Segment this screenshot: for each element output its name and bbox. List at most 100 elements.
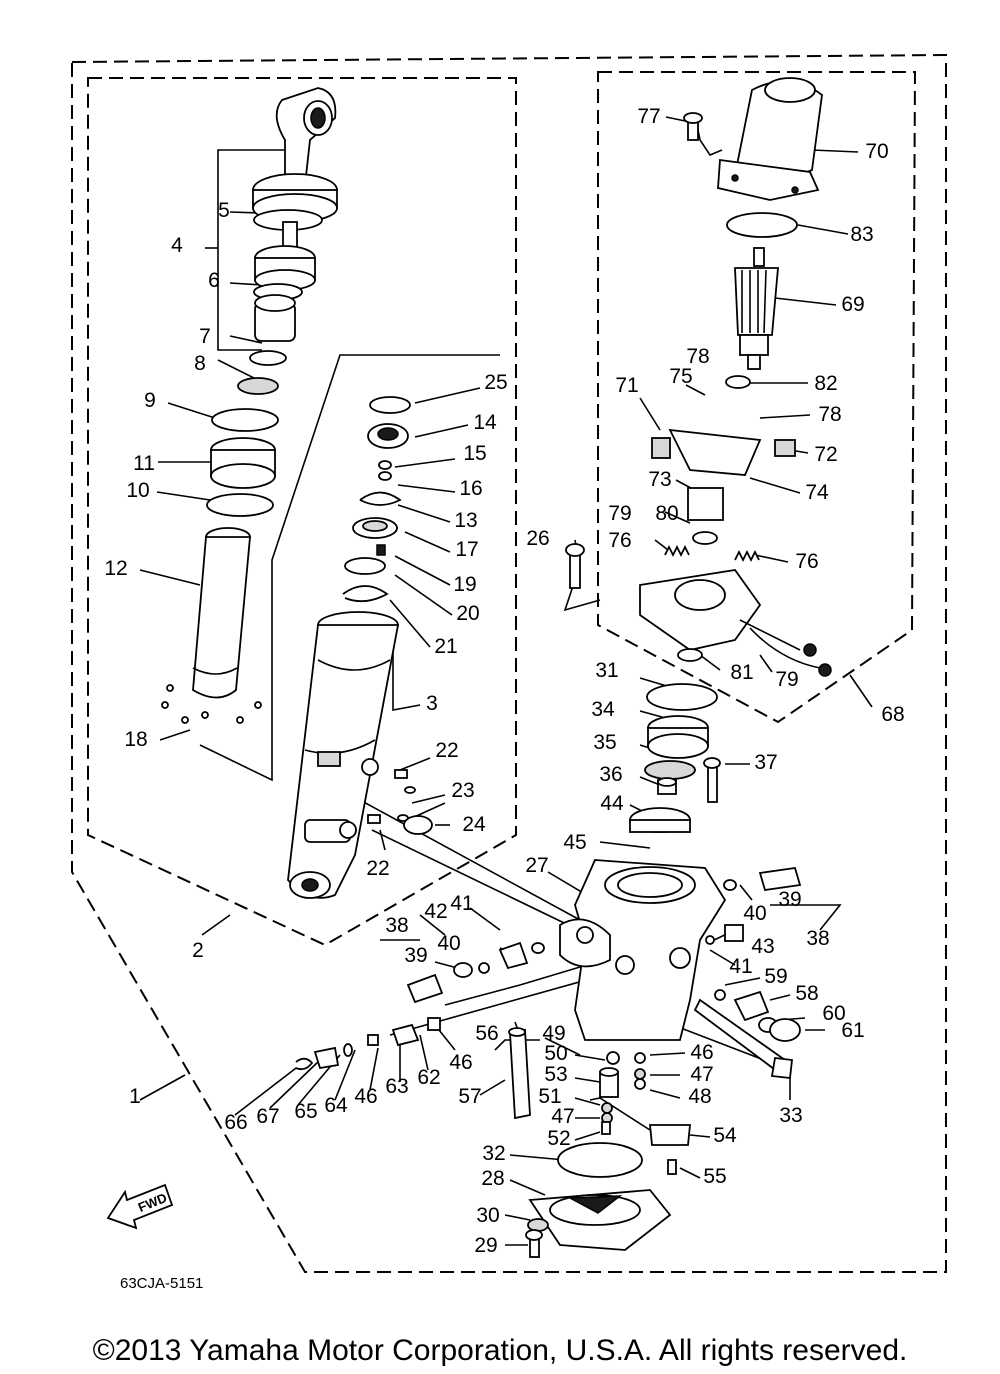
plug-43 xyxy=(724,924,744,942)
part-number-4: 4 xyxy=(171,234,183,257)
part-number-5: 5 xyxy=(218,199,230,222)
part-number-50: 50 xyxy=(544,1042,567,1065)
washer-82 xyxy=(725,375,751,389)
part-number-70: 70 xyxy=(865,140,888,163)
part-number-44: 44 xyxy=(600,792,624,815)
washer-30 xyxy=(527,1218,549,1232)
part-number-55: 55 xyxy=(703,1165,726,1188)
part-number-34: 34 xyxy=(591,698,615,721)
part-number-26: 26 xyxy=(526,527,549,550)
valve-39-left xyxy=(406,973,444,1004)
o-ring-32 xyxy=(557,1142,643,1178)
part-number-79: 79 xyxy=(608,502,631,525)
o-ring-83 xyxy=(726,212,798,238)
part-number-47: 47 xyxy=(551,1105,574,1128)
assembly-1-boundary xyxy=(71,53,947,1273)
part-number-40-2: 40 xyxy=(743,902,766,925)
plate-54 xyxy=(649,1124,691,1146)
part-number-35: 35 xyxy=(593,731,616,754)
part-number-54: 54 xyxy=(713,1124,737,1147)
disc-20 xyxy=(344,557,386,575)
part-number-38: 38 xyxy=(385,914,408,937)
part-number-10: 10 xyxy=(126,479,149,502)
circlip-13 xyxy=(359,491,402,506)
part-number-77: 77 xyxy=(637,105,660,128)
o-ring-7 xyxy=(249,350,287,366)
part-number-69: 69 xyxy=(841,293,864,316)
part-number-45: 45 xyxy=(563,831,586,854)
part-number-58: 58 xyxy=(795,982,818,1005)
part-number-72: 72 xyxy=(814,443,837,466)
part-number-13: 13 xyxy=(454,509,477,532)
filter-35 xyxy=(644,760,696,780)
part-number-8: 8 xyxy=(194,352,206,375)
part-number-14: 14 xyxy=(473,411,497,434)
part-number-47-2: 47 xyxy=(690,1063,713,1086)
group-boundary-lines xyxy=(71,53,947,1273)
part-number-7: 7 xyxy=(199,325,211,348)
part-number-46: 46 xyxy=(449,1051,472,1074)
tilt-rod-eye xyxy=(275,87,337,186)
brush-72 xyxy=(774,439,796,457)
backup-ring-8 xyxy=(237,377,279,395)
part-number-81: 81 xyxy=(730,661,753,684)
o-ring-9 xyxy=(211,408,279,432)
circlip-21 xyxy=(342,585,389,603)
armature xyxy=(734,267,779,336)
part-number-24: 24 xyxy=(462,813,486,836)
part-number-43: 43 xyxy=(751,935,774,958)
part-number-46-3: 46 xyxy=(690,1041,713,1064)
part-number-78: 78 xyxy=(686,345,709,368)
spring-76 xyxy=(664,544,690,558)
part-number-83: 83 xyxy=(850,223,873,246)
part-number-6: 6 xyxy=(208,269,220,292)
part-number-79-2: 79 xyxy=(775,668,798,691)
clip-66 xyxy=(295,1057,314,1071)
part-number-23: 23 xyxy=(451,779,474,802)
part-number-59: 59 xyxy=(764,965,787,988)
part-number-25: 25 xyxy=(484,371,507,394)
assembly-2-boundary xyxy=(87,77,517,947)
fwd-arrow-shape xyxy=(106,1183,174,1230)
part-number-33: 33 xyxy=(779,1104,802,1127)
assembly-68-boundary xyxy=(597,71,917,724)
part-number-30: 30 xyxy=(476,1204,499,1227)
brush-holder xyxy=(668,428,762,476)
brush-71 xyxy=(651,437,671,459)
valve-39-right xyxy=(758,866,802,892)
part-number-52: 52 xyxy=(547,1127,570,1150)
plate-73 xyxy=(687,487,724,521)
drawing-code: 63CJA-5151 xyxy=(120,1275,203,1292)
o-ring-31 xyxy=(646,683,718,711)
motor-assembly xyxy=(565,77,832,677)
part-number-38-2: 38 xyxy=(806,927,829,950)
part-number-41: 41 xyxy=(450,892,473,915)
part-number-73: 73 xyxy=(648,468,671,491)
part-callouts: 1234567891011121314151617181920212222232… xyxy=(104,105,904,1257)
part-number-16: 16 xyxy=(459,477,482,500)
part-number-18: 18 xyxy=(124,728,147,751)
plate-25 xyxy=(369,396,411,414)
part-number-28: 28 xyxy=(481,1167,504,1190)
part-number-37: 37 xyxy=(754,751,777,774)
part-number-66: 66 xyxy=(224,1111,247,1134)
o-ring-10 xyxy=(206,493,274,517)
cap-61 xyxy=(769,1018,801,1042)
part-number-65: 65 xyxy=(294,1100,317,1123)
valve-58 xyxy=(733,990,770,1022)
part-number-20: 20 xyxy=(456,602,479,625)
part-number-57: 57 xyxy=(458,1085,481,1108)
part-number-22-2: 22 xyxy=(366,857,389,880)
valve-42 xyxy=(498,941,529,970)
part-number-36: 36 xyxy=(599,763,622,786)
part-number-1: 1 xyxy=(129,1085,141,1108)
part-number-76: 76 xyxy=(608,529,631,552)
part-number-74: 74 xyxy=(805,481,829,504)
part-number-60: 60 xyxy=(822,1002,845,1025)
part-number-64: 64 xyxy=(324,1094,348,1117)
part-number-56: 56 xyxy=(475,1022,498,1045)
pipe-57 xyxy=(509,1028,531,1120)
part-number-29: 29 xyxy=(474,1234,497,1257)
part-number-51: 51 xyxy=(538,1085,561,1108)
part-number-9: 9 xyxy=(144,389,156,412)
